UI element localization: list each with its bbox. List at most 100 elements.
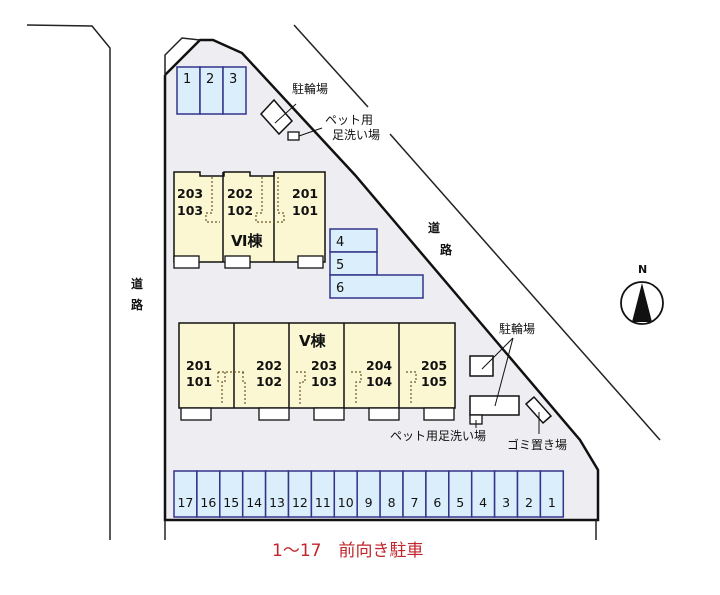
entry-step (224, 255, 251, 269)
ne-road-edge-lower (389, 133, 661, 441)
bicycle-parking-label: 駐輪場 (292, 81, 328, 96)
unit-number: 201 (292, 186, 318, 201)
parking-space (173, 470, 198, 518)
parking-number: 15 (223, 495, 239, 510)
parking-space (402, 470, 427, 518)
parking-number: 3 (229, 72, 237, 87)
unit-number: 104 (366, 374, 392, 389)
entry-step (258, 407, 290, 421)
parking-number: 2 (206, 72, 214, 87)
parking-number: 1 (183, 72, 191, 87)
parking-number: 12 (292, 495, 308, 510)
parking-number: 9 (365, 495, 373, 510)
stair-path (205, 177, 220, 223)
parking-space (493, 470, 519, 518)
bicycle-parking-label: 駐輪場 (499, 321, 535, 336)
parking-space (264, 470, 290, 518)
bicycle-parking-north: 駐輪場 (259, 81, 328, 136)
parking-number: 13 (269, 495, 285, 510)
unit-number: 101 (292, 203, 318, 218)
parking-number: 4 (479, 495, 487, 510)
unit-number: 102 (256, 374, 282, 389)
pet-wash-north: ペット用 足洗い場 (287, 113, 380, 142)
parking-space (356, 470, 381, 518)
compass-label: N (638, 263, 647, 276)
parking-number: 1 (548, 495, 556, 510)
pet-wash-label: ペット用 (325, 113, 373, 127)
unit-number: 103 (177, 203, 203, 218)
parking-space (287, 470, 313, 518)
stair-path (351, 371, 362, 405)
parking-space (333, 470, 358, 518)
parking-caption: 1～17 前向き駐車 (272, 541, 423, 561)
parking-space (329, 274, 424, 299)
building-outline (178, 322, 456, 409)
entry-step (368, 407, 400, 421)
entry-step (297, 255, 324, 269)
garbage-shape (524, 395, 553, 425)
parking-number: 4 (336, 235, 344, 250)
parking-number: 16 (200, 495, 216, 510)
unit-number: 202 (227, 186, 253, 201)
leader-line (298, 127, 323, 137)
entry-step (180, 407, 212, 421)
garbage-label: ゴミ置き場 (507, 437, 567, 452)
entry-step (313, 407, 345, 421)
pet-wash-south: ペット用足洗い場 (390, 414, 486, 443)
bicycle-rack-shape (469, 355, 494, 377)
parking-number: 6 (336, 281, 344, 296)
parking-space (425, 470, 450, 518)
building-vi: 203 103 202 102 201 101 Ⅵ棟 (173, 171, 326, 269)
parking-number: 14 (246, 495, 262, 510)
garbage-area: ゴミ置き場 (507, 395, 567, 452)
parking-space (470, 470, 496, 518)
parking-number: 10 (338, 495, 354, 510)
road-label: 路 (440, 242, 453, 257)
stair-path (406, 371, 417, 405)
unit-number: 203 (177, 186, 203, 201)
unit-number: 102 (227, 203, 253, 218)
pet-wash-label: 足洗い場 (332, 128, 380, 142)
parking-number: 3 (502, 495, 510, 510)
unit-number: 201 (186, 358, 212, 373)
parking-number: 5 (336, 258, 344, 273)
bicycle-parking-south: 駐輪場 (469, 321, 535, 416)
parking-number: 7 (410, 495, 418, 510)
parking-number: 11 (315, 495, 331, 510)
leader-line (481, 337, 514, 370)
ne-road-edge-upper (293, 24, 369, 108)
road-label: 道 (428, 220, 440, 235)
parking-space (516, 470, 542, 518)
site-boundary (163, 38, 600, 522)
parking-number: 8 (388, 495, 396, 510)
building-name: Ⅵ棟 (231, 232, 263, 250)
road-label: 道 (131, 276, 143, 291)
bicycle-rack-shape (259, 98, 294, 136)
entry-step (173, 255, 200, 269)
parking-number: 6 (433, 495, 441, 510)
unit-number: 105 (421, 374, 447, 389)
parking-space (219, 470, 244, 518)
corner-detail (164, 37, 201, 75)
unit-number: 205 (421, 358, 447, 373)
parking-space (196, 470, 221, 518)
parking-space (241, 470, 267, 518)
pet-wash-label: ペット用足洗い場 (390, 429, 486, 443)
unit-number: 103 (311, 374, 337, 389)
parking-space (222, 66, 247, 115)
parking-space (310, 470, 336, 518)
parking-number: 2 (525, 495, 533, 510)
leader-line (274, 103, 297, 124)
parking-space (448, 470, 473, 518)
unit-number: 204 (366, 358, 392, 373)
parking-number: 17 (177, 495, 193, 510)
unit-number: 202 (256, 358, 282, 373)
building-name: Ⅴ棟 (299, 332, 327, 350)
west-road-edge (26, 24, 111, 540)
parking-space (539, 470, 565, 518)
unit-number: 203 (311, 358, 337, 373)
building-v: Ⅴ棟 201 101 202 102 203 103 204 104 205 1… (178, 322, 456, 421)
stair-path (217, 371, 246, 405)
